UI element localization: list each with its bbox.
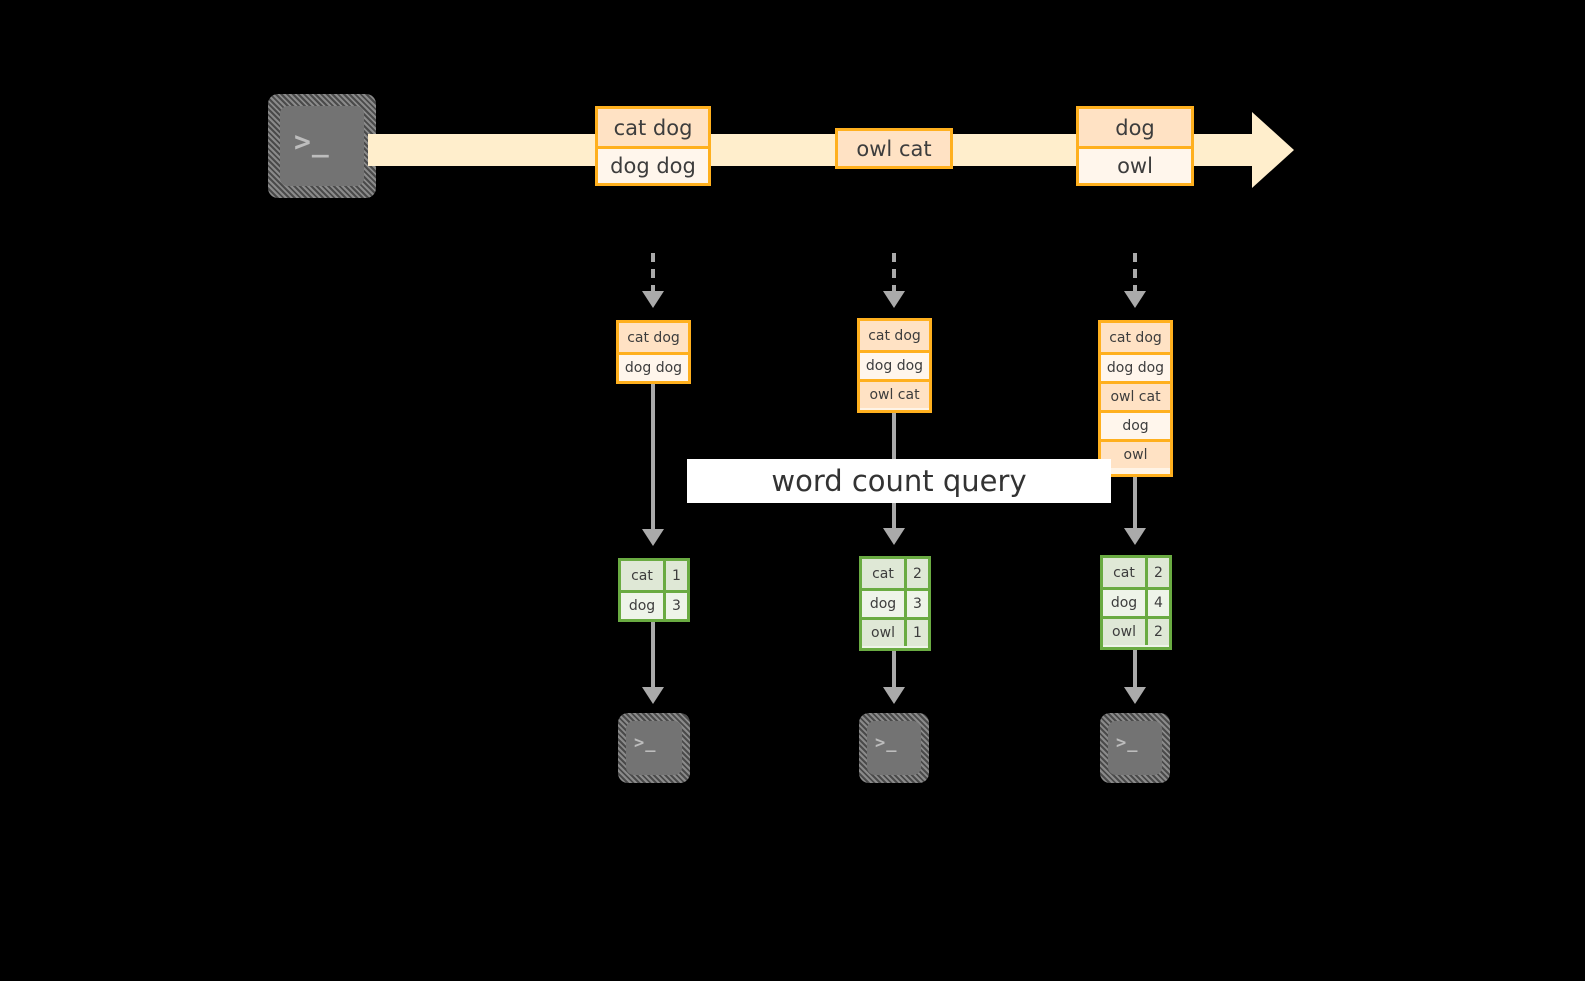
table-cell-word: dog [1103,590,1145,616]
accumulated-record-line: cat dog [860,321,929,350]
table-cell-word: cat [862,559,904,588]
terminal-prompt-glyph: >_ [1116,733,1139,753]
stream-record-line: owl cat [838,131,950,166]
table-cell-word: dog [621,593,663,619]
table-cell-word: dog [862,591,904,617]
stage-3-sink-terminal-icon: >_ [1100,713,1170,783]
terminal-face [626,721,682,775]
terminal-face [280,106,364,186]
table-row: cat 1 [621,561,687,590]
stage-2-query-arrow-head-icon [883,528,905,545]
table-row: dog 3 [621,590,687,619]
table-cell-word: owl [1103,619,1145,645]
table-cell-word: owl [862,620,904,646]
stage-2-input-arrow-head-icon [883,291,905,308]
table-cell-count: 3 [663,593,687,619]
stage-3-input-dashed-arrow [1133,253,1137,291]
table-row: dog 4 [1103,587,1169,616]
stage-1-sink-arrow-head-icon [642,687,664,704]
stage-1-sink-arrow [651,622,655,690]
accumulated-record-line: dog [1101,410,1170,439]
stage-3-sink-arrow-head-icon [1124,687,1146,704]
table-cell-count: 4 [1145,590,1169,616]
stage-3-query-arrow-head-icon [1124,528,1146,545]
stream-record-line: owl [1079,146,1191,183]
query-banner: word count query [687,459,1111,503]
stage-2-sink-arrow-head-icon [883,687,905,704]
table-row: owl 1 [862,617,928,646]
stage-2-input-dashed-arrow [892,253,896,291]
accumulated-record-line: cat dog [1101,323,1170,352]
stage-1-query-arrow [651,384,655,536]
terminal-face [867,721,921,775]
table-row: cat 2 [1103,558,1169,587]
stage-3-sink-arrow [1133,650,1137,691]
accumulated-record-line: dog dog [619,352,688,381]
stage-1-accumulated-records[interactable]: cat dog dog dog [616,320,691,384]
table-row: dog 3 [862,588,928,617]
terminal-prompt-glyph: >_ [875,733,898,753]
stage-2-result-table[interactable]: cat 2 dog 3 owl 1 [859,556,931,651]
table-cell-count: 1 [663,561,687,590]
stage-2-sink-arrow [892,651,896,691]
stage-1-query-arrow-head-icon [642,529,664,546]
stream-record-group[interactable]: dog owl [1076,106,1194,186]
stream-record-line: dog dog [598,146,708,183]
stream-record-line: dog [1079,109,1191,146]
stage-3-query-arrow [1133,477,1137,535]
table-cell-word: cat [1103,558,1145,587]
accumulated-record-line: dog dog [1101,352,1170,381]
stage-1-input-dashed-arrow [651,253,655,291]
table-row: owl 2 [1103,616,1169,645]
accumulated-record-line: dog dog [860,350,929,379]
accumulated-record-line: owl cat [860,379,929,408]
stage-2-accumulated-records[interactable]: cat dog dog dog owl cat [857,318,932,413]
stage-1-result-table[interactable]: cat 1 dog 3 [618,558,690,622]
source-terminal-icon: >_ [268,94,376,198]
table-row: cat 2 [862,559,928,588]
table-cell-count: 2 [1145,619,1169,645]
stage-2-sink-terminal-icon: >_ [859,713,929,783]
accumulated-record-line: owl [1101,439,1170,468]
table-cell-word: cat [621,561,663,590]
table-cell-count: 2 [1145,558,1169,587]
accumulated-record-line: cat dog [619,323,688,352]
query-banner-label: word count query [771,464,1027,498]
terminal-face [1108,721,1162,775]
stream-record-group[interactable]: owl cat [835,128,953,169]
table-cell-count: 1 [904,620,928,646]
stream-record-line: cat dog [598,109,708,146]
stage-1-sink-terminal-icon: >_ [618,713,690,783]
stage-3-input-arrow-head-icon [1124,291,1146,308]
stage-1-input-arrow-head-icon [642,291,664,308]
stage-3-result-table[interactable]: cat 2 dog 4 owl 2 [1100,555,1172,650]
table-cell-count: 2 [904,559,928,588]
stream-arrow-head-icon [1252,112,1294,188]
table-cell-count: 3 [904,591,928,617]
terminal-prompt-glyph: >_ [634,733,657,753]
accumulated-record-line: owl cat [1101,381,1170,410]
terminal-prompt-glyph: >_ [294,125,330,158]
stage-3-accumulated-records[interactable]: cat dog dog dog owl cat dog owl [1098,320,1173,477]
stream-record-group[interactable]: cat dog dog dog [595,106,711,186]
